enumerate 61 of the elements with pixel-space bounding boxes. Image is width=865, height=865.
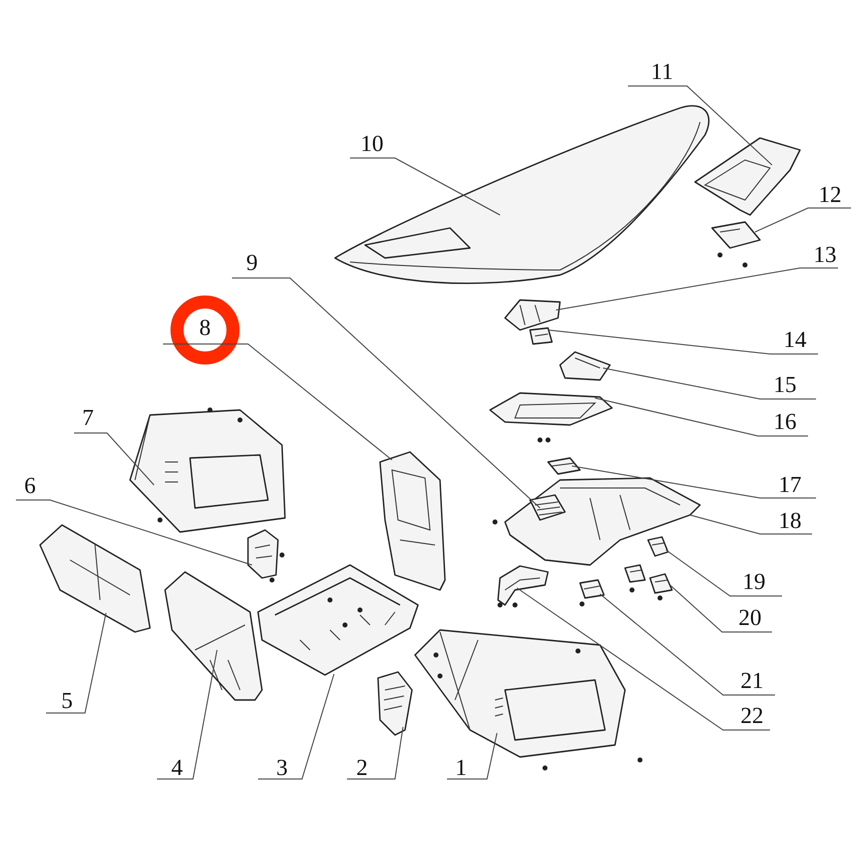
leader-line bbox=[548, 330, 818, 354]
part-drawing bbox=[711, 221, 761, 249]
part-drawing bbox=[547, 457, 581, 475]
leader-line bbox=[350, 158, 500, 216]
callout-number: 11 bbox=[642, 60, 682, 84]
callout-number: 14 bbox=[775, 328, 815, 352]
callout-number: 9 bbox=[232, 251, 272, 275]
leader-line bbox=[46, 612, 106, 714]
leader-line bbox=[16, 500, 252, 566]
callout-number: 1 bbox=[441, 756, 481, 780]
callout-number: 2 bbox=[342, 756, 382, 780]
part-drawing bbox=[247, 529, 284, 582]
callout-number: 19 bbox=[734, 570, 774, 594]
leader-line bbox=[572, 466, 816, 498]
leader-line bbox=[594, 398, 808, 436]
part-drawing bbox=[257, 564, 419, 676]
callout-number: 7 bbox=[68, 406, 108, 430]
callout-number: 16 bbox=[765, 410, 805, 434]
leader-line bbox=[690, 514, 812, 534]
callout-number: 5 bbox=[47, 689, 87, 713]
leader-line bbox=[602, 368, 816, 400]
leader-line bbox=[74, 432, 154, 486]
part-drawing bbox=[559, 351, 611, 381]
callout-number: 15 bbox=[765, 373, 805, 397]
leader-line bbox=[666, 550, 782, 596]
callout-number: 13 bbox=[805, 243, 845, 267]
leader-line bbox=[346, 726, 404, 780]
part-drawing bbox=[129, 408, 286, 533]
callout-number: 8 bbox=[185, 316, 225, 340]
callout-number: 4 bbox=[157, 756, 197, 780]
part-drawing bbox=[497, 565, 549, 608]
part-drawing bbox=[492, 477, 701, 566]
part-drawing bbox=[164, 571, 263, 701]
leader-line bbox=[600, 594, 776, 696]
callout-number: 17 bbox=[770, 473, 810, 497]
part-drawing bbox=[529, 327, 553, 345]
part-drawing bbox=[334, 105, 710, 284]
leader-line bbox=[628, 86, 772, 166]
leader-line bbox=[232, 278, 540, 508]
callout-number: 12 bbox=[810, 183, 850, 207]
leader-line bbox=[156, 650, 218, 780]
leader-line bbox=[670, 584, 772, 632]
leader-line bbox=[556, 268, 838, 310]
callout-number: 3 bbox=[262, 756, 302, 780]
leader-line bbox=[446, 732, 498, 780]
part-drawing bbox=[377, 671, 413, 736]
callout-number: 22 bbox=[732, 704, 772, 728]
callout-number: 6 bbox=[10, 474, 50, 498]
callout-number: 18 bbox=[770, 509, 810, 533]
part-drawing bbox=[489, 392, 613, 442]
part-drawing bbox=[694, 137, 801, 268]
part-drawing bbox=[39, 524, 151, 633]
part-drawing bbox=[647, 536, 669, 557]
part-drawing bbox=[379, 451, 446, 591]
leader-line bbox=[258, 674, 334, 780]
callout-number: 21 bbox=[732, 669, 772, 693]
part-drawing bbox=[624, 564, 673, 600]
part-drawing bbox=[579, 579, 605, 606]
leader-line bbox=[754, 208, 852, 232]
callout-number: 10 bbox=[352, 132, 392, 156]
callout-number: 20 bbox=[730, 606, 770, 630]
